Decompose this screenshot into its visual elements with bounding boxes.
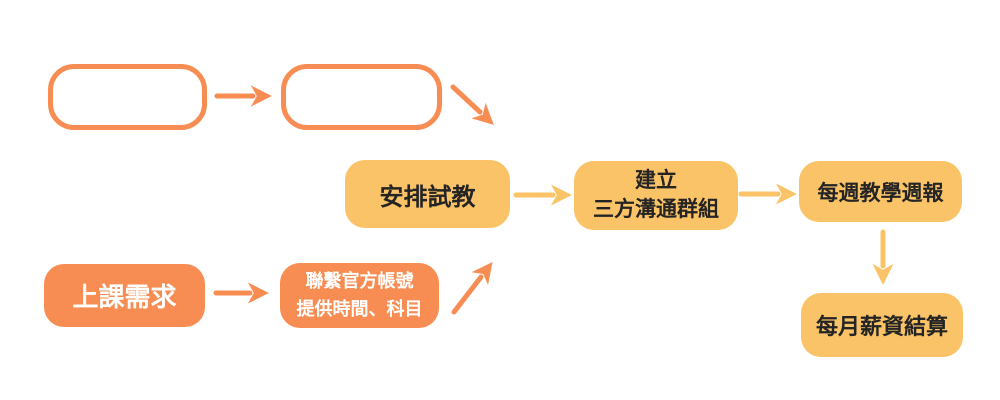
- node-label-line2: 三方溝通群組: [593, 197, 719, 221]
- node-class-need: 上課需求: [44, 264, 205, 327]
- node-contact-official: 聯繫官方帳號 提供時間、科目: [280, 263, 439, 328]
- node-weekly-report: 每週教學週報: [799, 161, 962, 222]
- node-create-group: 建立 三方溝通群組: [574, 161, 738, 230]
- node-arrange-trial: 安排試教: [345, 160, 510, 228]
- arrow-contact-to-trial: [451, 262, 493, 315]
- node-label-line1: 聯繫官方帳號: [305, 270, 414, 291]
- node-label: 上課需求: [72, 282, 177, 312]
- arrow-empty2-to-trial: [450, 84, 494, 125]
- node-label-line1: 建立: [635, 169, 677, 193]
- node-label: 每週教學週報: [817, 181, 944, 205]
- node-empty-box-1: [48, 64, 207, 130]
- node-label-line2: 提供時間、科目: [296, 298, 423, 319]
- node-label: 每月薪資結算: [815, 314, 948, 339]
- node-empty-box-2: [281, 64, 442, 130]
- node-monthly-salary: 每月薪資結算: [801, 293, 963, 357]
- node-label: 安排試教: [379, 183, 476, 211]
